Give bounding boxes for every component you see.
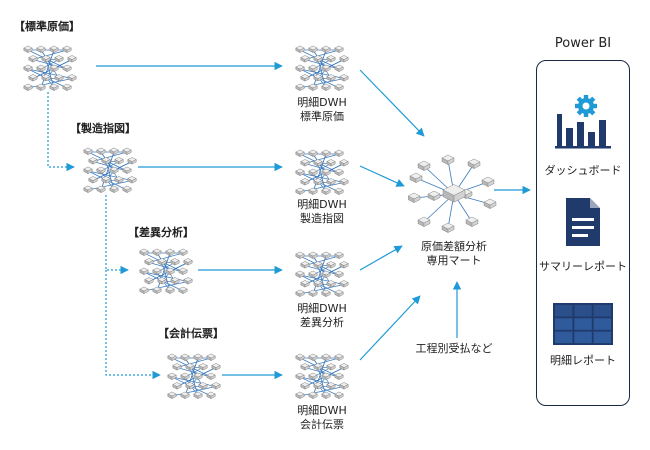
source-data-cube-icon (139, 248, 193, 295)
source-label-variance-analysis: 【差異分析】 (128, 226, 194, 239)
dotted-arrow-source-2-to-source-3 (105, 195, 129, 275)
extra-input-label: 工程別受払など (415, 342, 493, 355)
arrow-detail-1-to-mart (359, 69, 425, 137)
mart-label: 原価差額分析専用マート (421, 240, 487, 267)
arrow-detail-3-to-mart (359, 245, 403, 271)
detail-dwh-cube-icon (295, 45, 349, 92)
arrow-detail-2-to-mart (359, 165, 405, 187)
detail-dwh-cube-icon (295, 251, 349, 298)
source-label-production-order: 【製造指図】 (70, 122, 136, 135)
source-data-cube-icon (167, 353, 221, 400)
mart-hub-icon (408, 154, 497, 234)
detail-dwh-cube-icon (295, 353, 349, 400)
powerbi-title: Power BI (554, 36, 612, 51)
source-label-accounting-voucher: 【会計伝票】 (158, 327, 224, 340)
powerbi-item-dashboard: ダッシュボード (544, 164, 622, 177)
source-label-standard-cost: 【標準原価】 (14, 20, 80, 33)
document-report-icon (566, 198, 600, 246)
source-data-cube-icon (83, 147, 137, 194)
grid-table-icon (553, 303, 613, 345)
dotted-arrow-source-2-to-source-4 (105, 270, 161, 380)
detail-dwh-cube-icon (295, 149, 349, 196)
arrow-detail-4-to-mart (359, 295, 421, 361)
powerbi-panel (536, 60, 630, 406)
dashboard-chart-gear-icon (555, 95, 611, 149)
powerbi-item-summary-report: サマリーレポート (539, 260, 627, 273)
dotted-arrow-source-1-to-source-2 (47, 92, 75, 172)
powerbi-item-detail-report: 明細レポート (550, 354, 616, 367)
source-data-cube-icon (23, 45, 77, 92)
